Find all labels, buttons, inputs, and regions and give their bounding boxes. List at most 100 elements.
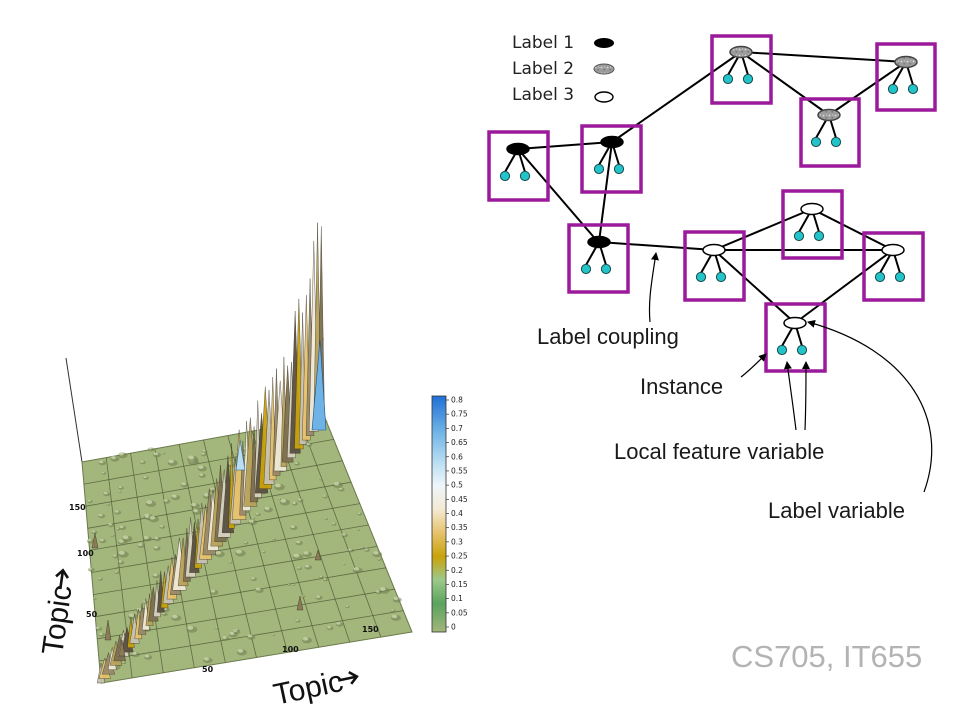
instance-node-group <box>580 235 612 275</box>
colorbar-tick-label: 0.7 <box>451 424 463 433</box>
local-feature-node <box>874 271 886 283</box>
colorbar-tick-label: 0.65 <box>451 438 468 447</box>
colorbar-tick-label: 0.5 <box>451 481 463 490</box>
x-tick: 150 <box>362 625 379 634</box>
colorbar-tick-label: 0.55 <box>451 466 468 475</box>
x-tick: 100 <box>282 645 299 654</box>
colorbar-tick-label: 0.25 <box>451 552 468 561</box>
instance-node-group <box>593 135 625 175</box>
label-variable-node <box>600 135 624 149</box>
instance-boxes <box>487 34 937 373</box>
colorbar-tick-label: 0.75 <box>451 410 468 419</box>
colorbar-tick-label: 0.3 <box>451 537 463 546</box>
local-feature-node <box>810 136 822 148</box>
local-feature-node <box>722 73 734 85</box>
local-feature-node <box>830 136 842 148</box>
colorbar-tick-label: 0.15 <box>451 580 468 589</box>
instance-box <box>764 302 827 373</box>
label-coupling-annotation: Label coupling <box>537 324 679 349</box>
instance-node-group <box>793 202 825 242</box>
local-feature-node <box>580 263 592 275</box>
local-feature-node <box>907 83 919 95</box>
local-feature-node <box>776 344 788 356</box>
local-feature-node <box>593 163 605 175</box>
colorbar-tick-label: 0.05 <box>451 608 468 617</box>
legend-label-1: Label 1 <box>512 33 574 53</box>
legend-label-2: Label 2 <box>512 59 574 79</box>
label-variable-node <box>881 243 905 257</box>
colorbar-tick-label: 0.35 <box>451 523 468 532</box>
z-axis-line <box>65 357 83 463</box>
local-feature-node <box>894 271 906 283</box>
x-axis-title: Topic <box>271 665 346 712</box>
surface-base-plane <box>81 417 413 684</box>
label-variable-node <box>817 108 841 122</box>
y-axis-ticks: 50 100 150 <box>69 503 98 619</box>
local-feature-node <box>519 170 531 182</box>
label-variable-node <box>894 55 918 69</box>
instance-node-group <box>874 243 906 283</box>
instance-box <box>799 97 861 168</box>
legend-label-3: Label 3 <box>512 85 574 105</box>
colorbar-tick-label: 0.45 <box>451 495 468 504</box>
label-variable-node <box>702 243 726 257</box>
surface-plot: 50 100 150 50 100 150 0.80.750.70.650.60… <box>36 222 468 712</box>
colorbar-tick-label: 0.1 <box>451 594 463 603</box>
local-feature-node <box>887 83 899 95</box>
instance-annotation: Instance <box>640 374 723 399</box>
local-feature-node <box>793 230 805 242</box>
y-axis-title: Topic <box>36 583 78 657</box>
local-feature-node <box>742 73 754 85</box>
instance-box <box>580 124 643 194</box>
local-feature-node <box>499 170 511 182</box>
instance-node-group <box>776 316 808 356</box>
y-tick: 50 <box>86 610 98 619</box>
label3-node-icon <box>594 91 614 103</box>
colorbar-tick-label: 0.4 <box>451 509 463 518</box>
label-variable-node <box>729 45 753 59</box>
colorbar-ticks: 0.8 0.75 0.7 0.65 0.6 0.55 0.5 0.45 0.4 0.35 0.3 0.… <box>446 396 468 632</box>
local-feature-node <box>600 263 612 275</box>
instance-box <box>683 230 746 302</box>
instance-box <box>710 34 773 105</box>
instance-box <box>487 130 550 202</box>
label-variable-node <box>506 142 530 156</box>
arrow-right-icon <box>55 568 69 590</box>
colorbar-tick-label: 0.2 <box>451 566 463 575</box>
instance-nodes <box>499 45 919 356</box>
x-tick: 50 <box>202 665 214 674</box>
label-variable-node <box>800 202 824 216</box>
local-feature-node <box>613 163 625 175</box>
y-tick: 100 <box>77 549 94 558</box>
instance-box <box>567 223 630 294</box>
course-code: CS705, IT655 <box>731 639 922 674</box>
label2-node-icon <box>593 63 615 75</box>
instance-node-group <box>695 243 727 283</box>
arrow-right-icon <box>338 671 359 685</box>
instance-box <box>875 42 937 112</box>
instance-node-group <box>499 142 531 182</box>
label-variable-node <box>783 316 807 330</box>
label-variable-node <box>587 235 611 249</box>
legend: Label 1 Label 2 Label 3 <box>512 33 615 105</box>
local-feature-variable-annotation: Local feature variable <box>614 439 824 464</box>
instance-box <box>862 231 925 302</box>
instance-node-group <box>887 55 919 95</box>
instance-box <box>781 189 844 260</box>
colorbar-tick-label: 0 <box>451 623 456 632</box>
x-axis-ticks: 50 100 150 <box>202 625 379 674</box>
colorbar <box>431 395 447 633</box>
label1-node-icon <box>594 38 614 48</box>
local-feature-node <box>796 344 808 356</box>
y-tick: 150 <box>69 503 86 512</box>
local-feature-node <box>715 271 727 283</box>
label-variable-annotation: Label variable <box>768 498 905 523</box>
local-feature-node <box>695 271 707 283</box>
diagonal-spikes <box>91 222 327 684</box>
colorbar-tick-label: 0.8 <box>451 396 463 405</box>
local-feature-node <box>813 230 825 242</box>
annotations: Label coupling Instance Local feature va… <box>537 252 933 523</box>
instance-node-group <box>810 108 842 148</box>
colorbar-tick-label: 0.6 <box>451 452 463 461</box>
